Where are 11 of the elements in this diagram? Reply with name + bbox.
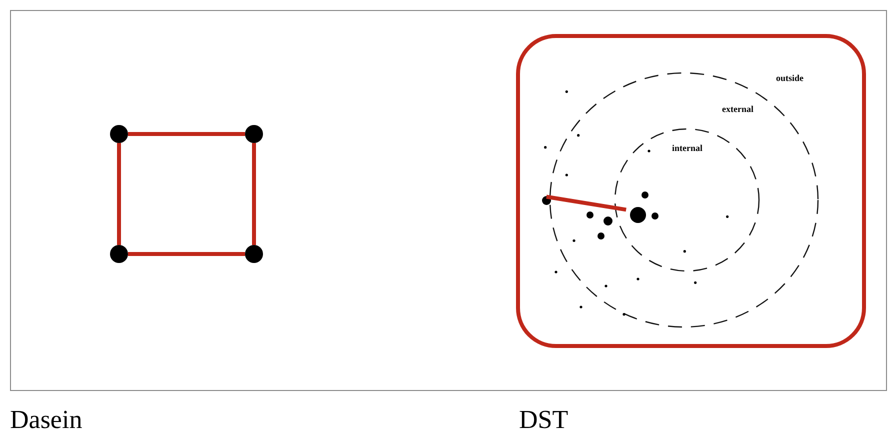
label-text: internal xyxy=(672,143,702,154)
rounded-frame xyxy=(516,34,866,348)
connector-line xyxy=(128,252,245,256)
label-text: DST xyxy=(519,404,568,434)
connector-line xyxy=(252,143,256,245)
label-text: external xyxy=(722,104,754,116)
connector-line xyxy=(117,143,121,245)
label-text: Dasein xyxy=(10,404,82,434)
label-text: outside xyxy=(776,73,804,84)
connector-line xyxy=(546,194,626,212)
connector-line xyxy=(128,132,245,136)
